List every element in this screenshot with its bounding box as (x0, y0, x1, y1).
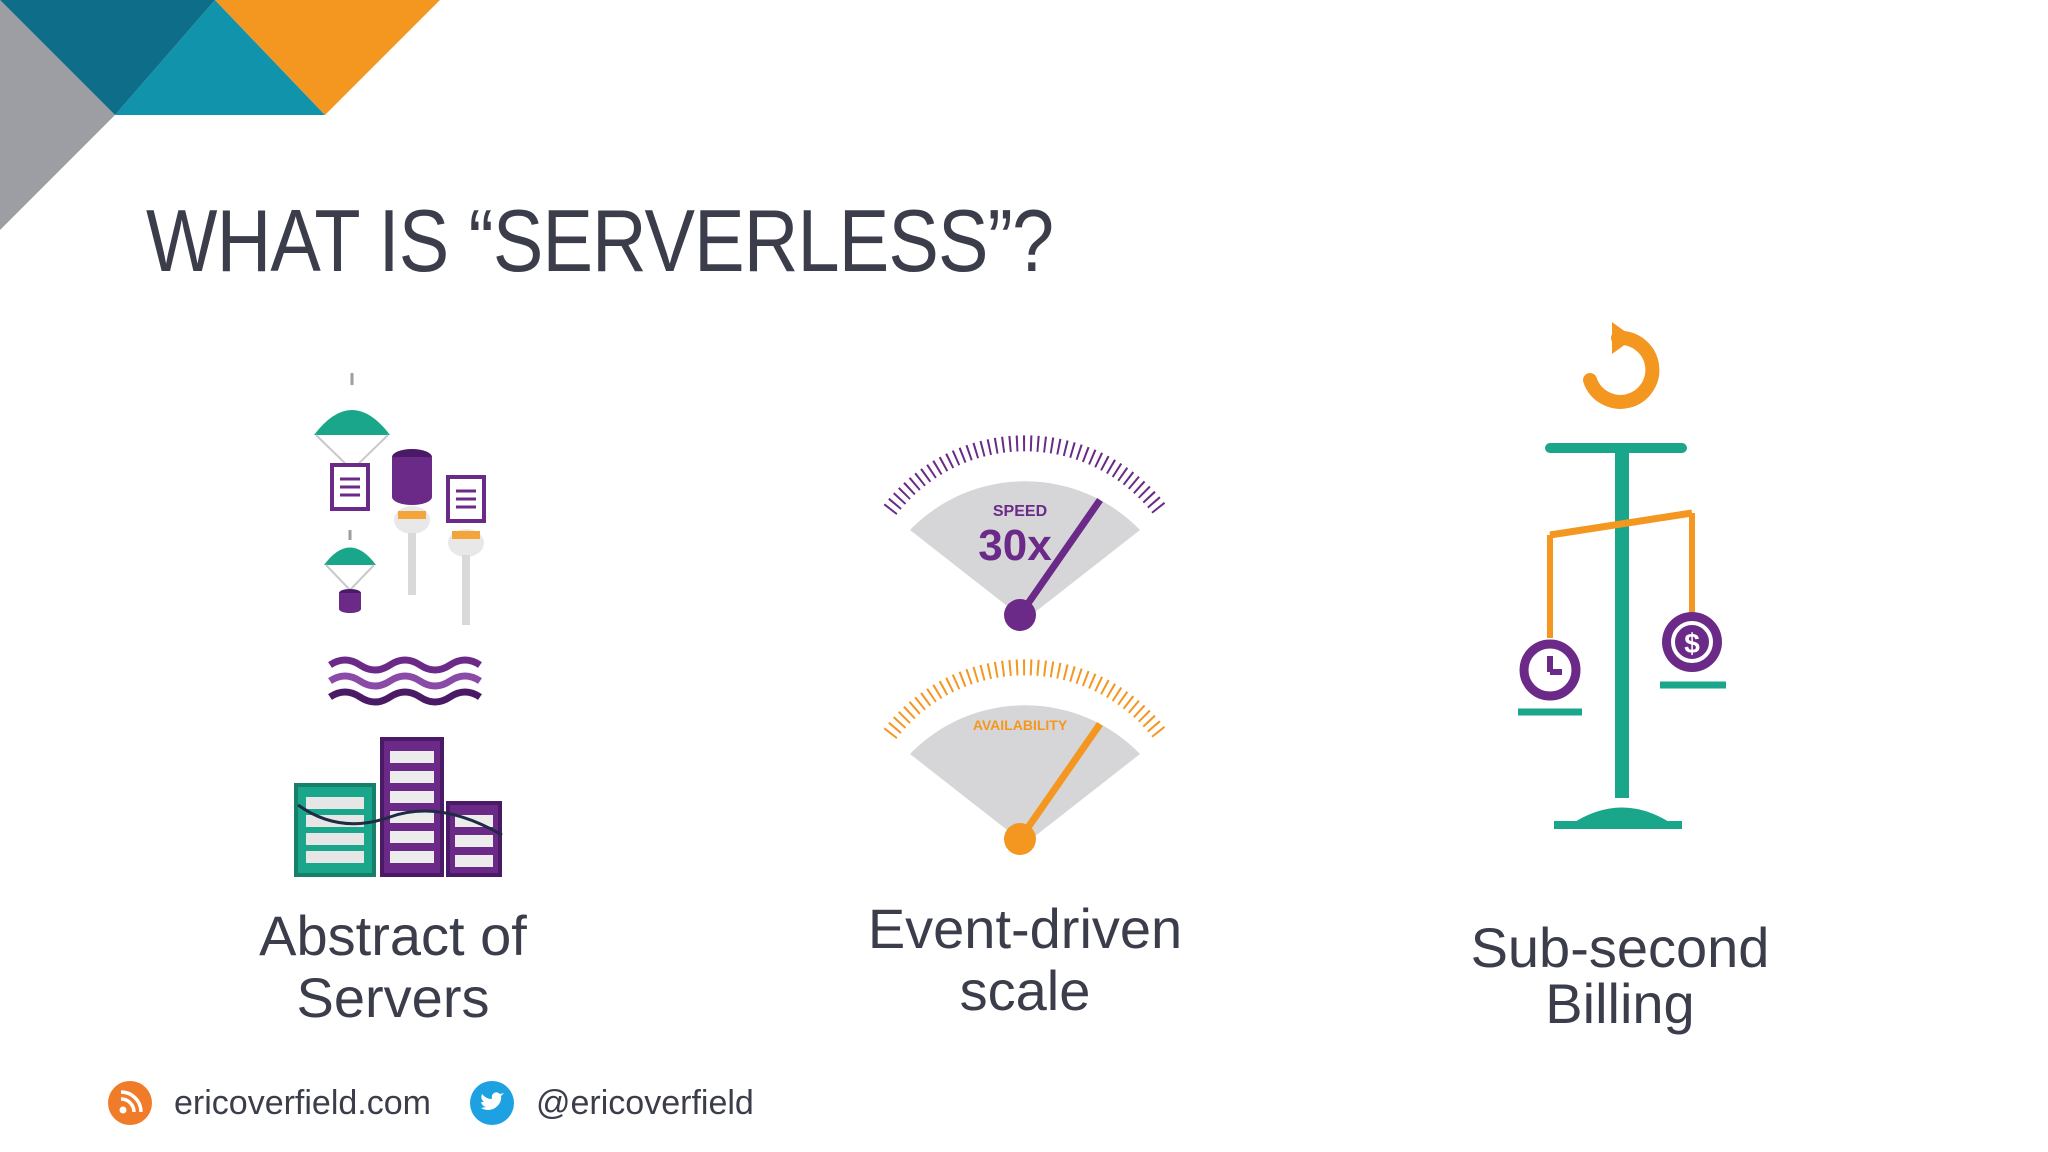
clock-icon (1519, 639, 1581, 701)
twitter-icon (470, 1081, 514, 1125)
balance-scale-icon: $ (1518, 322, 1726, 829)
caption-event-driven-scale: Event-driven scale (867, 897, 1183, 1022)
corner-decoration (0, 0, 440, 230)
gauges-icon: SPEED 30x AVAILABILITY (883, 435, 1167, 855)
footer-twitter-text: @ericoverfield (536, 1083, 754, 1122)
caption-abstract-of-servers: Abstract of Servers (259, 904, 527, 1029)
speed-gauge-label: SPEED (993, 503, 1047, 520)
footer-website[interactable]: ericoverfield.com (108, 1080, 431, 1126)
parachute-servers-icon (294, 373, 503, 877)
corner-orange-triangle (215, 0, 440, 115)
speed-gauge-value: 30x (978, 521, 1052, 570)
corner-teal-triangle (115, 0, 325, 115)
corner-dark-teal-triangle (0, 0, 215, 115)
slide-title: WHAT IS “SERVERLESS”? (146, 191, 1054, 290)
availability-gauge-label: AVAILABILITY (973, 717, 1068, 733)
footer-website-text: ericoverfield.com (174, 1083, 431, 1122)
corner-gray-triangle (0, 0, 115, 230)
caption-sub-second-billing: Sub-second Billing (1470, 916, 1770, 1035)
dollar-icon (1662, 612, 1722, 672)
svg-text:$: $ (1684, 628, 1700, 659)
footer-twitter[interactable]: @ericoverfield (470, 1080, 754, 1126)
availability-gauge: AVAILABILITY (883, 659, 1167, 855)
rss-icon (108, 1081, 152, 1125)
speed-gauge: SPEED 30x (883, 435, 1167, 631)
